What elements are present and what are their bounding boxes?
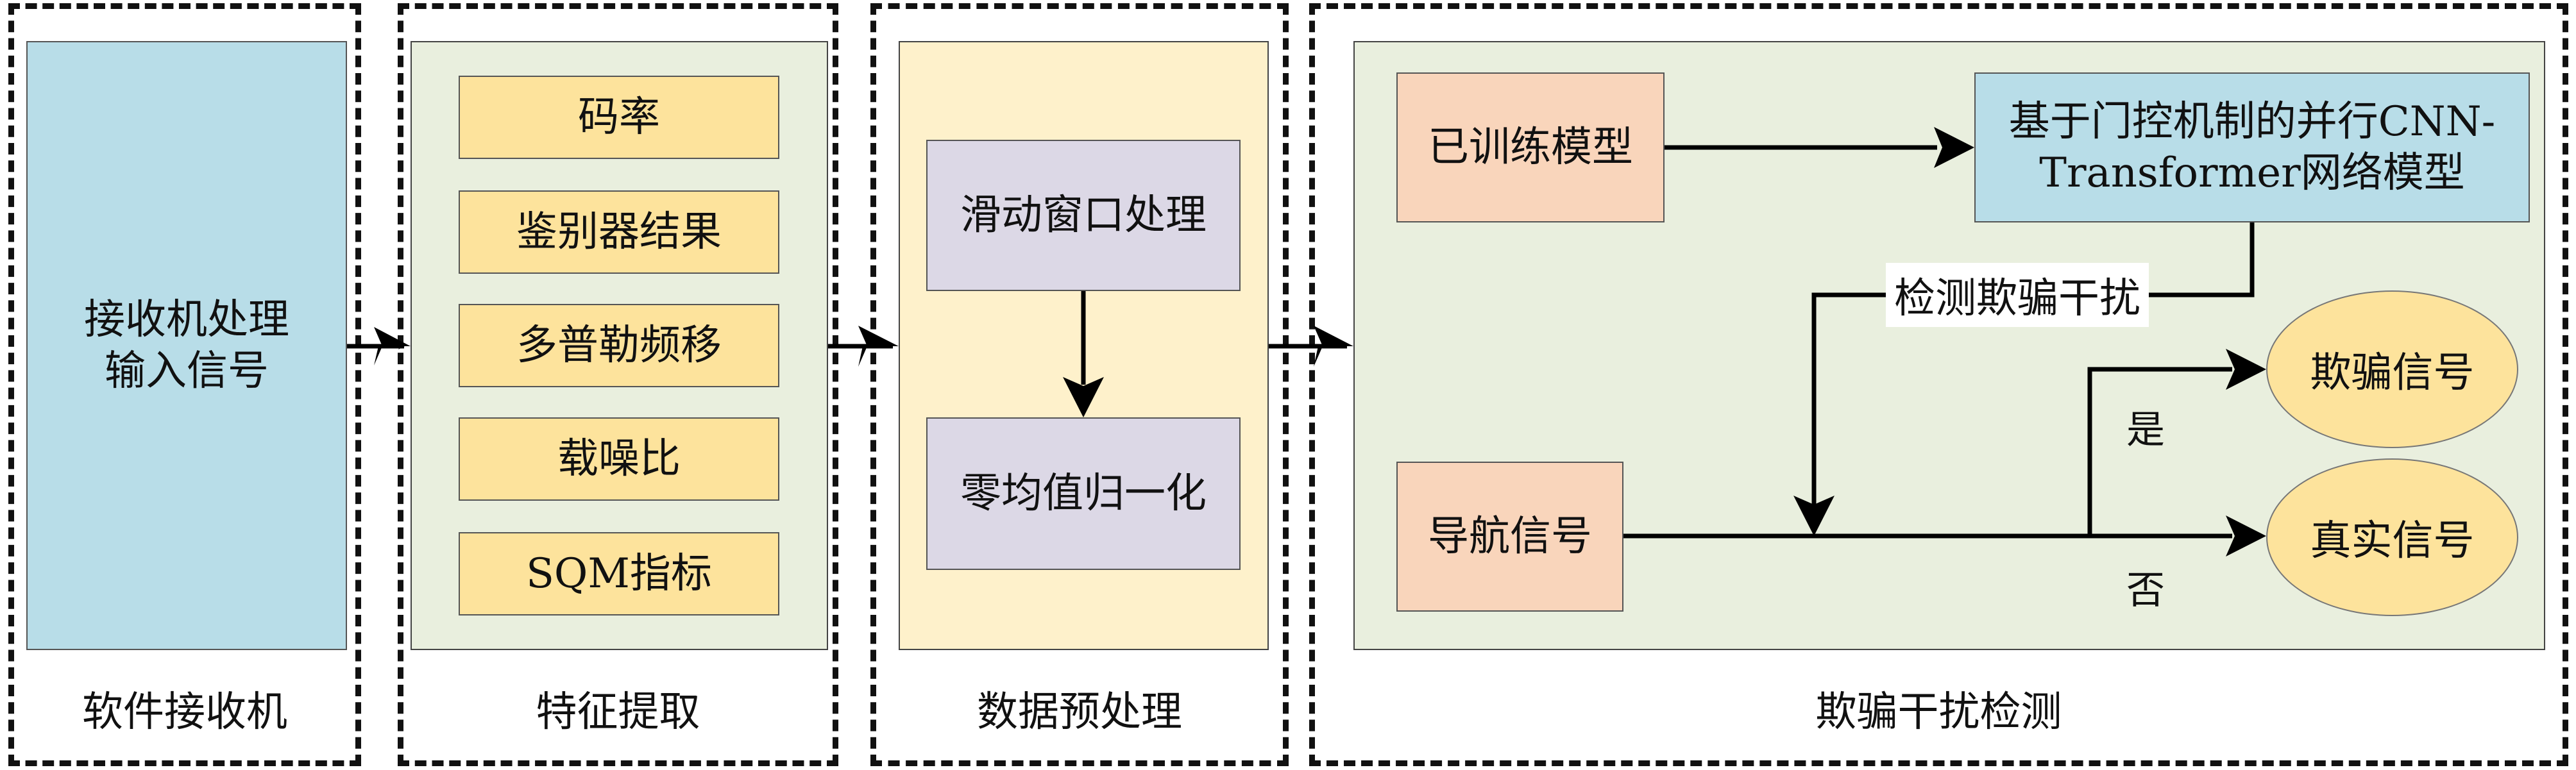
line-to-spoof <box>2087 367 2232 536</box>
network-model-box: 基于门控机制的并行CNN- Transformer网络模型 <box>1974 72 2530 222</box>
network-model-text: 基于门控机制的并行CNN- Transformer网络模型 <box>2008 98 2496 197</box>
section-preprocessing <box>870 3 1289 766</box>
feature-item-code-rate: 码率 <box>459 76 779 159</box>
arrowhead-preprocess <box>1314 326 1353 367</box>
nav-signal-box: 导航信号 <box>1396 462 1623 612</box>
section-spoofing-detection <box>1309 3 2568 766</box>
trained-model-box: 已训练模型 <box>1396 72 1665 222</box>
yes-label: 是 <box>2126 407 2165 453</box>
preprocess-step-normalization: 零均值归一化 <box>926 417 1241 570</box>
section-label-detection: 欺骗干扰检测 <box>1815 689 2062 736</box>
feature-item-sqm: SQM指标 <box>459 532 779 615</box>
arrowhead-features <box>858 326 899 367</box>
arrowhead-spoof <box>2226 349 2266 390</box>
receiver-text: 接收机处理 输入信号 <box>84 296 289 395</box>
section-label-features: 特征提取 <box>536 689 700 736</box>
section-feature-extraction <box>398 3 838 766</box>
arrowhead-window <box>1063 377 1104 417</box>
arrowhead-model <box>1934 127 1974 168</box>
section-software-receiver <box>8 3 361 766</box>
detect-spoofing-label: 检测欺骗干扰 <box>1886 263 2149 327</box>
feature-item-discriminator: 鉴别器结果 <box>459 190 779 274</box>
section-label-preprocess: 数据预处理 <box>977 689 1182 736</box>
feature-item-doppler: 多普勒频移 <box>459 304 779 387</box>
arrowhead-detect <box>1793 496 1835 536</box>
receiver-box: 接收机处理 输入信号 <box>26 41 347 650</box>
arrowhead-real <box>2226 515 2266 557</box>
arrowhead-receiver <box>374 327 411 365</box>
preprocess-step-sliding-window: 滑动窗口处理 <box>926 140 1241 291</box>
section-label-receiver: 软件接收机 <box>82 689 287 736</box>
spoof-signal-output: 欺骗信号 <box>2266 290 2518 448</box>
feature-item-cn0: 载噪比 <box>459 417 779 501</box>
real-signal-output: 真实信号 <box>2266 458 2518 616</box>
no-label: 否 <box>2126 567 2165 613</box>
